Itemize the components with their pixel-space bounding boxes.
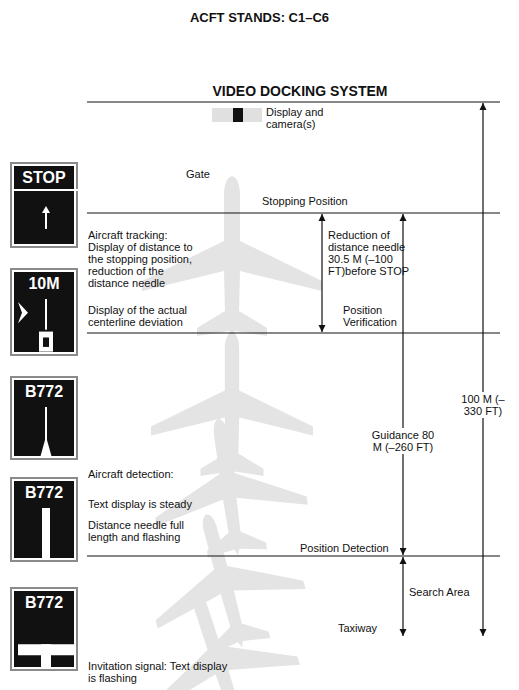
sign-needle (14, 295, 78, 354)
dimension-arrows (322, 103, 483, 636)
docking-display-sign: B772 (10, 376, 78, 460)
annotation-text: Taxiway (338, 622, 398, 634)
sign-text: B772 (12, 378, 76, 401)
annotation-text: Guidance 80 M (–260 FT) (371, 428, 435, 454)
sign-text: 10M (12, 270, 76, 293)
annotation-text: Search Area (409, 586, 479, 598)
docking-display-sign: B772 (10, 587, 78, 671)
annotation-text: Display and camera(s) (266, 106, 358, 130)
annotation-text: 100 M (–330 FT) (455, 392, 511, 418)
annotation-text: Text display is steady (88, 498, 218, 510)
annotation-text: Position Detection (300, 541, 400, 555)
annotation-text: Reduction of distance needle 30.5 M (–10… (328, 229, 412, 277)
annotation-text: Gate (186, 168, 230, 180)
docking-display-sign: STOP (10, 162, 78, 248)
annotation-text: Aircraft tracking: Display of distance t… (88, 229, 194, 289)
annotation-text: Invitation signal: Text display is flash… (88, 660, 238, 684)
section-heading: VIDEO DOCKING SYSTEM (180, 83, 420, 99)
annotation-text: Distance needle full length and flashing (88, 519, 200, 543)
docking-display-sign: 10M (10, 268, 78, 356)
sign-needle (14, 614, 78, 669)
reference-lines (87, 102, 500, 556)
page-title: ACFT STANDS: C1–C6 (0, 10, 519, 25)
sign-needle (14, 403, 78, 458)
sign-needle (14, 504, 78, 560)
docking-display-sign: B772 (10, 477, 78, 562)
sign-text: STOP (12, 164, 76, 187)
annotation-text: Aircraft detection: (88, 468, 198, 480)
annotation-text: Display of the actual centerline deviati… (88, 304, 202, 328)
sign-text: B772 (12, 479, 76, 502)
annotation-text: Stopping Position (262, 195, 382, 207)
sign-needle (14, 189, 78, 246)
display-unit (212, 108, 262, 122)
sign-text: B772 (12, 589, 76, 612)
annotation-text: Position Verification (343, 304, 417, 328)
